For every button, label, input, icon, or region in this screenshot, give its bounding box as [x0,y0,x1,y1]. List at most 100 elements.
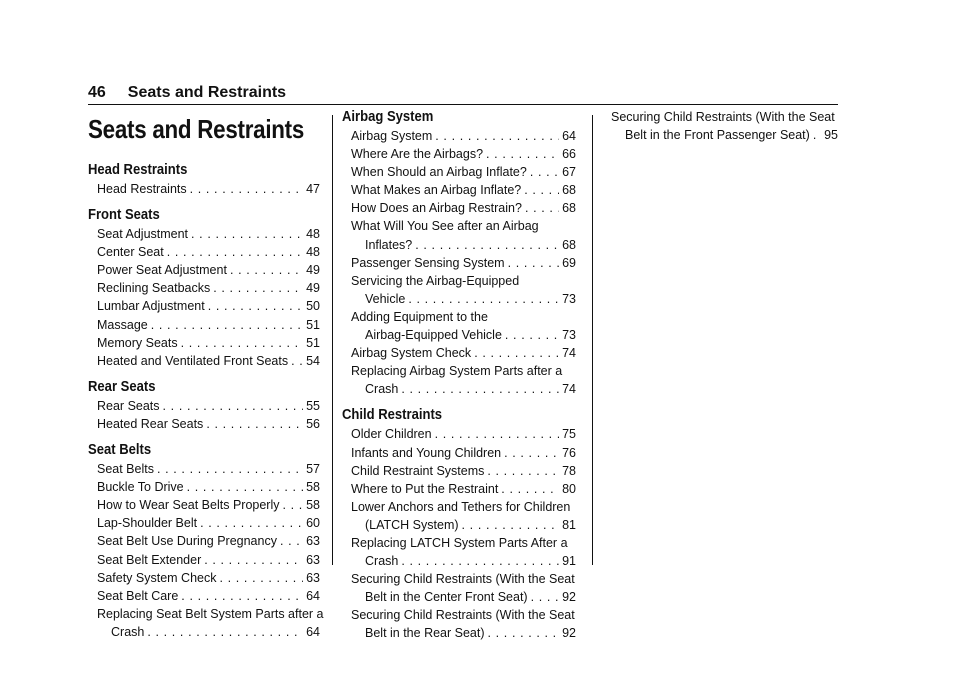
toc-entry[interactable]: When Should an Airbag Inflate?67 [342,163,576,181]
toc-entry[interactable]: Replacing Seat Belt System Parts after a… [88,605,324,641]
toc-entry[interactable]: Reclining Seatbacks49 [88,279,320,297]
dot-leader [206,415,303,433]
toc-entry[interactable]: Airbag System Check74 [342,344,576,362]
toc-entry-first-line: Lower Anchors and Tethers for Children [351,499,571,514]
toc-entry[interactable]: Center Seat 48 [88,243,320,261]
toc-entry[interactable]: Securing Child Restraints (With the Seat… [602,108,838,144]
toc-entry-page: 66 [562,147,576,162]
toc-entry-label: Inflates? [365,237,413,252]
toc-entry[interactable]: Lower Anchors and Tethers for Children (L… [342,498,576,534]
dot-leader [531,588,560,606]
toc-entry[interactable]: Airbag System64 [342,127,576,145]
toc-entry-page: 67 [562,165,576,180]
toc-entry[interactable]: Seat Belt Care64 [88,587,320,605]
toc-entry-page: 64 [306,588,320,603]
toc-entry[interactable]: Massage51 [88,316,320,334]
toc-entry[interactable]: Servicing the Airbag-EquippedVehicle73 [342,272,576,308]
section-heading: Child Restraints [342,407,443,424]
toc-entry[interactable]: Lumbar Adjustment50 [88,297,320,315]
toc-entry-line: Airbag System64 [351,127,576,145]
toc-entry-label: Crash [365,554,399,569]
toc-entry[interactable]: Safety System Check63 [88,569,320,587]
toc-entry-label: Vehicle [365,291,406,306]
toc-entry-page: 50 [306,299,320,314]
toc-entry[interactable]: Seat Belt Extender63 [88,551,320,569]
toc-entry-page: 57 [306,462,320,477]
toc-entry[interactable]: Lap-Shoulder Belt60 [88,514,320,532]
toc-entry[interactable]: Older Children75 [342,425,576,443]
toc-entry-line: Child Restraint Systems 78 [351,462,576,480]
toc-entry-first-line: What Will You See after an Airbag [351,219,539,234]
dot-leader [181,587,303,605]
toc-entry[interactable]: How Does an Airbag Restrain?68 [342,199,576,217]
toc-entry[interactable]: Where Are the Airbags? 66 [342,145,576,163]
toc-entry-line: (LATCH System)81 [351,516,576,534]
toc-entry[interactable]: Power Seat Adjustment49 [88,261,320,279]
toc-entry[interactable]: Rear Seats55 [88,397,320,415]
dot-leader [408,290,559,308]
dot-leader [525,199,559,217]
toc-entry[interactable]: Where to Put the Restraint80 [342,480,576,498]
toc-entry[interactable]: Heated Rear Seats56 [88,415,320,433]
toc-entry-page: 48 [306,245,320,260]
toc-entry[interactable]: Passenger Sensing System69 [342,254,576,272]
dot-leader [190,180,303,198]
section-heading: Airbag System [342,109,434,125]
toc-entry-line: When Should an Airbag Inflate?67 [351,163,576,181]
toc-entry-label: Massage [97,317,148,332]
toc-entry-label: Child Restraint Systems [351,463,485,478]
toc-entry-page: 78 [562,463,576,478]
toc-entry-label: Seat Belt Use During Pregnancy [97,534,277,549]
toc-entry-label: Rear Seats [97,398,160,413]
column-divider [592,115,593,565]
toc-entry[interactable]: Heated and Ventilated Front Seats54 [88,352,320,370]
toc-entry[interactable]: Seat Belts 57 [88,460,320,478]
toc-entry-label: Belt in the Center Front Seat) [365,590,528,605]
toc-entry-line: Lumbar Adjustment50 [97,297,320,315]
toc-entry[interactable]: Memory Seats51 [88,334,320,352]
toc-entry-line: Center Seat 48 [97,243,320,261]
toc-entry-first-line: Replacing Seat Belt System Parts after a [97,606,324,621]
toc-entry-label: Older Children [351,427,432,442]
toc-entry-label: Seat Belts [97,462,154,477]
toc-entry-label: Center Seat [97,245,164,260]
toc-entry-line: Power Seat Adjustment49 [97,261,320,279]
dot-leader [530,163,559,181]
toc-entry[interactable]: Securing Child Restraints (With the Seat… [342,606,576,642]
toc-entry[interactable]: Buckle To Drive58 [88,478,320,496]
toc-entry[interactable]: How to Wear Seat Belts Properly58 [88,496,320,514]
toc-entry-label: Airbag System [351,129,433,143]
toc-entry-page: 95 [824,128,838,143]
toc-entry-line: How Does an Airbag Restrain?68 [351,199,576,217]
toc-entry[interactable]: Seat Adjustment48 [88,225,320,243]
toc-entry[interactable]: Securing Child Restraints (With the Seat… [342,570,576,606]
toc-entry-label: Airbag-Equipped Vehicle [365,328,502,343]
toc-entry-page: 60 [306,516,320,531]
dot-leader [505,326,559,344]
toc-entry-line: Airbag System Check74 [351,344,576,362]
toc-entry[interactable]: Infants and Young Children76 [342,444,576,462]
toc-entry-line: Airbag-Equipped Vehicle73 [351,326,576,344]
section-heading: Rear Seats [88,378,156,395]
dot-leader [213,279,303,297]
toc-entry-line: Lap-Shoulder Belt60 [97,514,320,532]
toc-entry-label: Reclining Seatbacks [97,281,211,296]
toc-entry-first-line: Securing Child Restraints (With the Seat [351,572,575,587]
toc-entry-label: (LATCH System) [365,517,459,532]
toc-entry-label: Belt in the Front Passenger Seat) [625,128,810,143]
toc-entry-label: Where Are the Airbags? [351,147,484,162]
toc-entry[interactable]: Child Restraint Systems 78 [342,462,576,480]
toc-entry[interactable]: What Makes an Airbag Inflate?68 [342,181,576,199]
toc-entry[interactable]: Seat Belt Use During Pregnancy63 [88,532,320,550]
toc-entry-line: Seat Belts 57 [97,460,320,478]
toc-entry-line: Seat Adjustment48 [97,225,320,243]
toc-entry[interactable]: Head Restraints47 [88,180,320,198]
